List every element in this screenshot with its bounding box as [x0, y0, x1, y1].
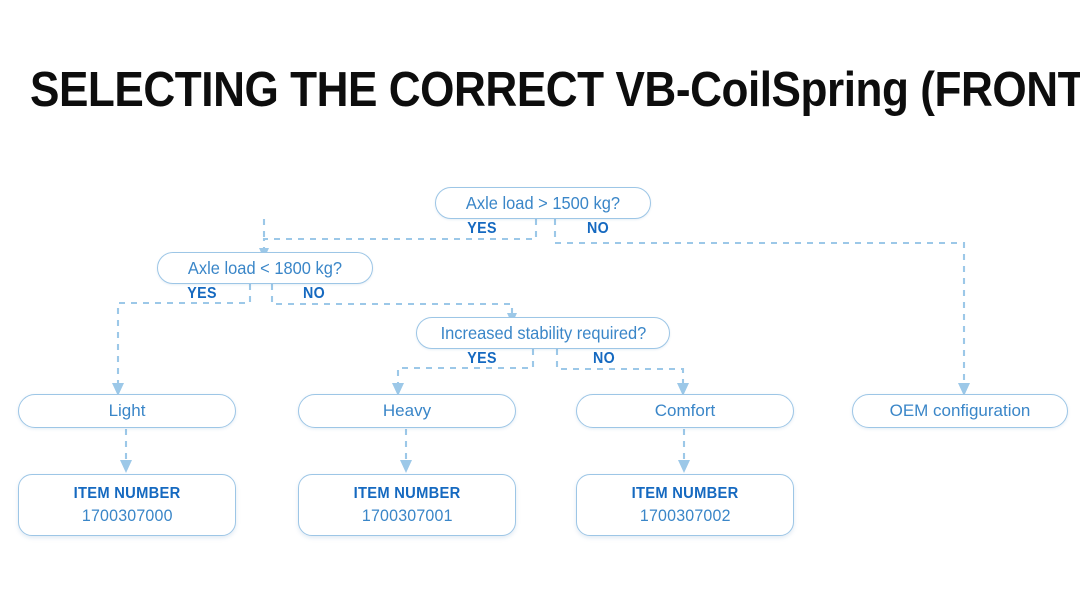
- connector-light-to-item: [120, 429, 132, 473]
- branch-label-d2-yes: YES: [187, 285, 217, 302]
- connector-d1-no: [553, 219, 970, 396]
- connector-heavy-to-item: [400, 429, 412, 473]
- item-number-card-comfort[interactable]: ITEM NUMBER 1700307002: [576, 474, 794, 536]
- decision-node-axle-load-1800[interactable]: Axle load < 1800 kg?: [157, 252, 373, 284]
- connector-comfort-to-item: [678, 429, 690, 473]
- result-node-heavy[interactable]: Heavy: [298, 394, 516, 428]
- decision-node-increased-stability[interactable]: Increased stability required?: [416, 317, 670, 349]
- branch-label-d2-no: NO: [302, 285, 326, 302]
- decision-node-label: Axle load > 1500 kg?: [465, 192, 621, 213]
- result-node-label: Comfort: [654, 401, 716, 420]
- result-node-label: Heavy: [382, 401, 432, 420]
- branch-label-d3-yes: YES: [467, 350, 497, 367]
- item-number-card-light[interactable]: ITEM NUMBER 1700307000: [18, 474, 236, 536]
- result-node-light[interactable]: Light: [18, 394, 236, 428]
- item-number-heading: ITEM NUMBER: [353, 484, 461, 502]
- connector-d3-yes: [392, 349, 535, 396]
- decision-node-label: Increased stability required?: [440, 322, 646, 343]
- branch-label-d1-no: NO: [586, 220, 610, 237]
- page-title: SELECTING THE CORRECT VB-CoilSpring (FRO…: [30, 63, 1080, 117]
- item-number-value: 1700307002: [639, 505, 731, 525]
- connector-d2-yes: [112, 284, 252, 396]
- result-node-comfort[interactable]: Comfort: [576, 394, 794, 428]
- result-node-oem-configuration[interactable]: OEM configuration: [852, 394, 1068, 428]
- item-number-value: 1700307001: [361, 505, 453, 525]
- item-number-card-heavy[interactable]: ITEM NUMBER 1700307001: [298, 474, 516, 536]
- result-node-label: OEM configuration: [889, 401, 1031, 420]
- result-node-label: Light: [108, 401, 146, 420]
- connector-d3-no: [555, 349, 689, 396]
- item-number-heading: ITEM NUMBER: [73, 484, 181, 502]
- decision-node-axle-load-1500[interactable]: Axle load > 1500 kg?: [435, 187, 651, 219]
- decision-node-label: Axle load < 1800 kg?: [187, 257, 343, 278]
- branch-label-d1-yes: YES: [467, 220, 497, 237]
- item-number-value: 1700307000: [81, 505, 173, 525]
- branch-label-d3-no: NO: [592, 350, 616, 367]
- item-number-heading: ITEM NUMBER: [631, 484, 739, 502]
